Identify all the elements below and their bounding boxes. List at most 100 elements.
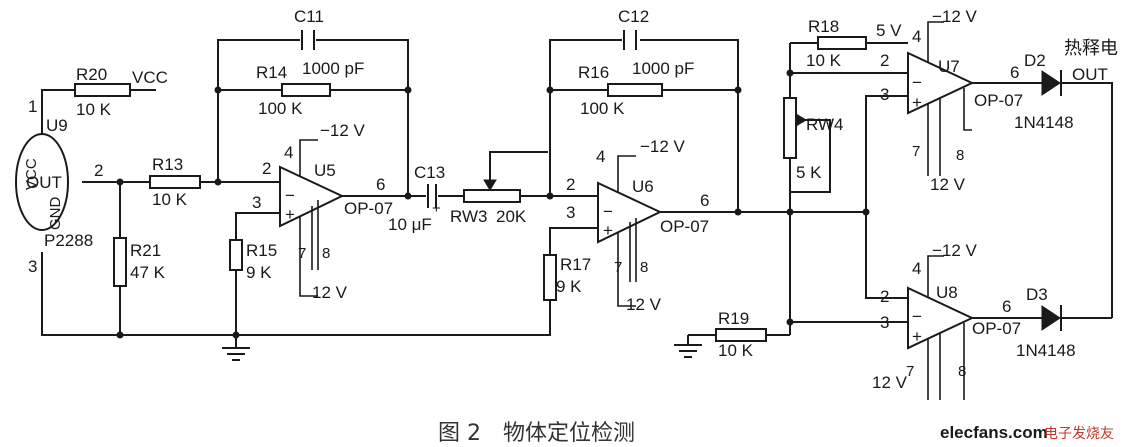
r15-ref: R15 <box>246 241 277 260</box>
rw3-ref: RW3 <box>450 207 487 226</box>
sensor-part: P2288 <box>44 231 93 250</box>
resistor-r16: R16 100 K <box>578 63 663 118</box>
u8-pin-8: 8 <box>958 363 966 380</box>
u7-ref: U7 <box>938 57 960 76</box>
r21-ref: R21 <box>130 241 161 260</box>
output-name: 热释电 <box>1064 38 1118 59</box>
r15-value: 9 K <box>246 263 272 282</box>
u5-minus: − <box>285 186 295 205</box>
u7-pin-4: 4 <box>912 27 921 46</box>
u6-type: OP-07 <box>660 217 709 236</box>
u5-type: OP-07 <box>344 199 393 218</box>
sensor-pin-vcc: VCC <box>23 158 40 190</box>
u7-pin-6: 6 <box>1010 63 1019 82</box>
watermark-site: elecfans.com <box>940 423 1048 442</box>
u6-neg-supply: −12 V <box>640 137 686 156</box>
c11-ref: C11 <box>294 7 324 26</box>
r17-value: 9 K <box>556 277 582 296</box>
r20-value: 10 K <box>76 100 112 119</box>
r19-value: 10 K <box>718 341 754 360</box>
output-out: OUT <box>1072 65 1108 84</box>
sensor-pin-1: 1 <box>28 97 37 116</box>
rw3-value: 20K <box>496 207 527 226</box>
d3-type: 1N4148 <box>1016 341 1076 360</box>
u8-pin-7: 7 <box>906 363 914 380</box>
ground-symbol-1 <box>222 347 250 361</box>
u7-pin-3: 3 <box>880 85 889 104</box>
r21-value: 47 K <box>130 263 166 282</box>
c12-ref: C12 <box>618 7 649 26</box>
u7-type: OP-07 <box>974 91 1023 110</box>
resistor-r13: R13 10 K <box>149 155 201 209</box>
c13-value: 10 μF <box>388 215 432 234</box>
c11-value: 1000 pF <box>302 59 364 78</box>
vcc-label: VCC <box>132 68 168 87</box>
u6-pin-3: 3 <box>566 203 575 222</box>
r19-ref: R19 <box>718 309 749 328</box>
u5-neg-supply: −12 V <box>320 121 366 140</box>
u6-ref: U6 <box>632 177 654 196</box>
resistor-r21: R21 47 K <box>113 237 166 287</box>
wiring <box>41 39 1113 348</box>
u5-pin-2: 2 <box>262 159 271 178</box>
sensor-u9: VCC OUT GND U9 P2288 1 2 3 <box>15 97 103 276</box>
u5-pin-3: 3 <box>252 193 261 212</box>
u6-pin-8: 8 <box>640 259 648 276</box>
opamp-u6: 2 3 4 6 7 8 −12 V 12 V U6 OP-07 − + <box>566 137 709 314</box>
r20-ref: R20 <box>76 65 107 84</box>
d3-ref: D3 <box>1026 285 1048 304</box>
ground-symbol-2 <box>674 344 702 358</box>
sensor-pin-3: 3 <box>28 257 37 276</box>
sensor-pin-2: 2 <box>94 161 103 180</box>
r14-value: 100 K <box>258 99 303 118</box>
c12-value: 1000 pF <box>632 59 694 78</box>
u6-pin-6: 6 <box>700 191 709 210</box>
r16-value: 100 K <box>580 99 625 118</box>
opamp-u5: 2 3 4 6 7 8 −12 V 12 V U5 OP-07 − + <box>252 121 393 302</box>
resistor-r17: R17 9 K <box>543 254 591 301</box>
u6-pin-7: 7 <box>614 259 622 276</box>
opamp-u7: 2 3 4 6 7 8 −12 V 12 V U7 OP-07 − + <box>880 7 1023 194</box>
r14-ref: R14 <box>256 63 287 82</box>
diode-d2: D2 1N4148 <box>1014 51 1074 132</box>
u7-pin-2: 2 <box>880 51 889 70</box>
sensor-pin-gnd: GND <box>47 197 64 231</box>
u7-pin-7: 7 <box>912 143 920 160</box>
u8-pin-2: 2 <box>880 287 889 306</box>
r17-ref: R17 <box>560 255 591 274</box>
capacitor-c12: C12 1000 pF <box>618 7 694 78</box>
d2-type: 1N4148 <box>1014 113 1074 132</box>
u7-pin-8: 8 <box>956 147 964 164</box>
resistor-r19: R19 10 K <box>715 309 767 360</box>
u6-pin-2: 2 <box>566 175 575 194</box>
resistor-r20: R20 10 K VCC <box>74 65 168 119</box>
c13-plus: + <box>432 200 441 217</box>
potentiometer-rw3: RW3 20K <box>450 160 527 226</box>
rw4-ref: RW4 <box>806 115 843 134</box>
resistor-r14: R14 100 K <box>256 63 331 118</box>
u7-plus: + <box>912 93 922 112</box>
r16-ref: R16 <box>578 63 609 82</box>
capacitor-c13: C13 10 μF + <box>388 163 445 234</box>
opamp-u8: 2 3 4 6 7 8 −12 V 12 V U8 OP-07 − + <box>872 241 1021 400</box>
u8-ref: U8 <box>936 283 958 302</box>
potentiometer-rw4: RW4 5 K <box>783 97 843 182</box>
u8-pin-6: 6 <box>1002 297 1011 316</box>
r13-value: 10 K <box>152 190 188 209</box>
u6-pos-supply: 12 V <box>626 295 662 314</box>
output-label: 热释电 OUT <box>1064 38 1118 84</box>
diode-d3: D3 1N4148 <box>1016 285 1076 360</box>
resistor-r15: R15 9 K <box>229 239 277 282</box>
u8-neg-supply: −12 V <box>932 241 978 260</box>
u5-pin-7: 7 <box>298 245 306 262</box>
u8-minus: − <box>912 307 922 326</box>
r18-ref: R18 <box>808 17 839 36</box>
u5-pin-8: 8 <box>322 245 330 262</box>
u8-type: OP-07 <box>972 319 1021 338</box>
u7-neg-supply: −12 V <box>932 7 978 26</box>
watermark-cn: 电子发烧友 <box>1044 426 1114 442</box>
sensor-ref: U9 <box>46 116 68 135</box>
u7-pos-supply: 12 V <box>930 175 966 194</box>
u8-plus: + <box>912 327 922 346</box>
